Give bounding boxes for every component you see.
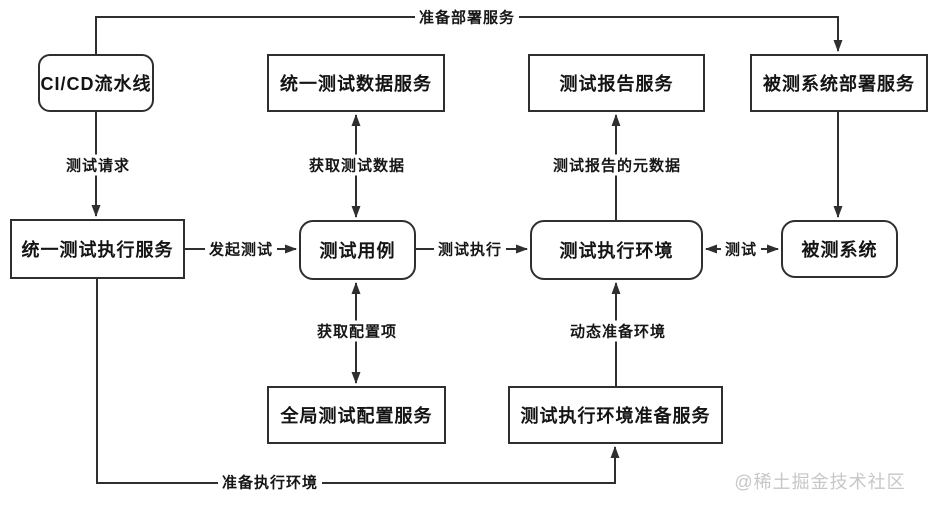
edge-label-get-test-data: 获取测试数据 xyxy=(304,154,410,176)
edge-prepare-exec-env-path xyxy=(96,279,620,484)
node-global-test-config-service: 全局测试配置服务 xyxy=(267,386,446,444)
edge-label-test-execution: 测试执行 xyxy=(433,238,507,260)
node-sut-deploy-service: 被测系统部署服务 xyxy=(750,54,928,112)
edge-label-prepare-exec-env: 准备执行环境 xyxy=(217,471,323,493)
node-test-env-prep-service: 测试执行环境准备服务 xyxy=(508,386,723,444)
node-system-under-test: 被测系统 xyxy=(781,220,898,278)
edge-label-test-request: 测试请求 xyxy=(61,154,135,176)
node-test-exec-env: 测试执行环境 xyxy=(530,220,703,280)
node-cicd-pipeline: CI/CD流水线 xyxy=(38,54,154,112)
edge-label-test-report-metadata: 测试报告的元数据 xyxy=(548,154,686,176)
node-unified-test-data-service: 统一测试数据服务 xyxy=(267,54,445,112)
edge-label-initiate-test: 发起测试 xyxy=(204,238,278,260)
node-test-case: 测试用例 xyxy=(299,220,416,280)
edge-label-get-config-items: 获取配置项 xyxy=(312,320,402,342)
edge-label-dynamic-prepare-env: 动态准备环境 xyxy=(565,320,671,342)
node-test-report-service: 测试报告服务 xyxy=(528,54,705,112)
node-unified-test-exec-service: 统一测试执行服务 xyxy=(10,219,185,279)
edge-label-test: 测试 xyxy=(720,238,762,260)
edge-label-prepare-deploy-service: 准备部署服务 xyxy=(414,6,520,28)
watermark: @稀土掘金技术社区 xyxy=(734,472,906,492)
